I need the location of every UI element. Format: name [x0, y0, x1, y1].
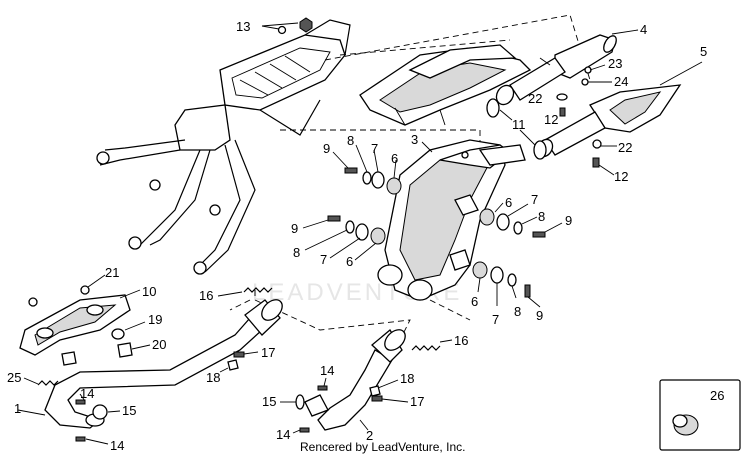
label-24: 24 [614, 74, 628, 89]
spring-16-right [411, 345, 441, 351]
mount-left-upper [344, 167, 402, 195]
bolt-17-left [233, 351, 245, 358]
label-14-b: 14 [110, 438, 124, 453]
silencer-lower-5 [536, 84, 682, 158]
label-8-c: 8 [293, 245, 300, 260]
label-6-d: 6 [471, 294, 478, 309]
label-3: 3 [411, 132, 418, 147]
clamp-11-a [486, 98, 500, 118]
label-20: 20 [152, 337, 166, 352]
clip-20 [117, 342, 133, 358]
label-18-left: 18 [206, 370, 220, 385]
label-19: 19 [148, 312, 162, 327]
label-4: 4 [640, 22, 647, 37]
bolt-14-d [299, 427, 310, 433]
undertray [359, 44, 532, 126]
label-15-left: 15 [122, 403, 136, 418]
mount-right-lower [472, 261, 531, 298]
nut-18-left [227, 359, 239, 371]
header-pipe-2 [304, 329, 406, 431]
label-13: 13 [236, 19, 250, 34]
label-9-b: 9 [565, 213, 572, 228]
bolt-14-c [317, 385, 328, 391]
washer-19 [111, 328, 125, 340]
label-10: 10 [142, 284, 156, 299]
label-21: 21 [105, 265, 119, 280]
label-9-a: 9 [323, 141, 330, 156]
label-25: 25 [7, 370, 21, 385]
gasket-15-left [92, 404, 108, 420]
label-22-upper: 22 [528, 91, 542, 106]
label-16-right: 16 [454, 333, 468, 348]
label-11: 11 [512, 117, 526, 132]
label-7-d: 7 [492, 312, 499, 327]
label-22-lower: 22 [618, 140, 632, 155]
clip-20-b [61, 351, 77, 366]
gasket-15-right [295, 394, 305, 410]
label-14-a: 14 [80, 386, 94, 401]
label-14-d: 14 [276, 427, 290, 442]
muffler-box-3 [377, 139, 526, 301]
label-14-c: 14 [320, 363, 334, 378]
spring-16-left [243, 287, 273, 293]
label-7-b: 7 [531, 192, 538, 207]
washer-13 [277, 25, 287, 35]
label-7-a: 7 [371, 141, 378, 156]
clamp-11-b [533, 140, 547, 160]
mount-left-lower [327, 215, 386, 245]
rear-frame [96, 19, 351, 275]
label-23: 23 [608, 56, 622, 71]
label-7-c: 7 [320, 252, 327, 267]
label-17-right: 17 [410, 394, 424, 409]
label-6-c: 6 [346, 254, 353, 269]
credit-text: Rencered by LeadVenture, Inc. [300, 440, 466, 454]
label-15-right: 15 [262, 394, 276, 409]
header-pipe-1 [44, 299, 283, 429]
label-9-d: 9 [536, 308, 543, 323]
label-8-d: 8 [514, 304, 521, 319]
heat-shield-10 [19, 285, 131, 356]
label-9-c: 9 [291, 221, 298, 236]
label-1: 1 [14, 401, 21, 416]
label-8-b: 8 [538, 209, 545, 224]
bolt-17-right [371, 395, 383, 402]
nut-18-right [369, 385, 381, 397]
nut-13 [299, 17, 313, 33]
mount-right-upper [479, 208, 546, 238]
label-5: 5 [700, 44, 707, 59]
inset-part-26 [659, 379, 741, 451]
silencer-upper-4 [495, 34, 617, 106]
label-2: 2 [366, 428, 373, 443]
label-17-left: 17 [261, 345, 275, 360]
label-18-right: 18 [400, 371, 414, 386]
washer-22-lower [592, 139, 602, 149]
label-8-a: 8 [347, 133, 354, 148]
label-16-left: 16 [199, 288, 213, 303]
label-12-lower: 12 [614, 169, 628, 184]
mounting-hardware-upper [556, 66, 592, 117]
spring-25 [37, 380, 59, 386]
label-6-b: 6 [505, 195, 512, 210]
label-26: 26 [710, 388, 724, 403]
label-6-a: 6 [391, 151, 398, 166]
label-12-upper: 12 [544, 112, 558, 127]
